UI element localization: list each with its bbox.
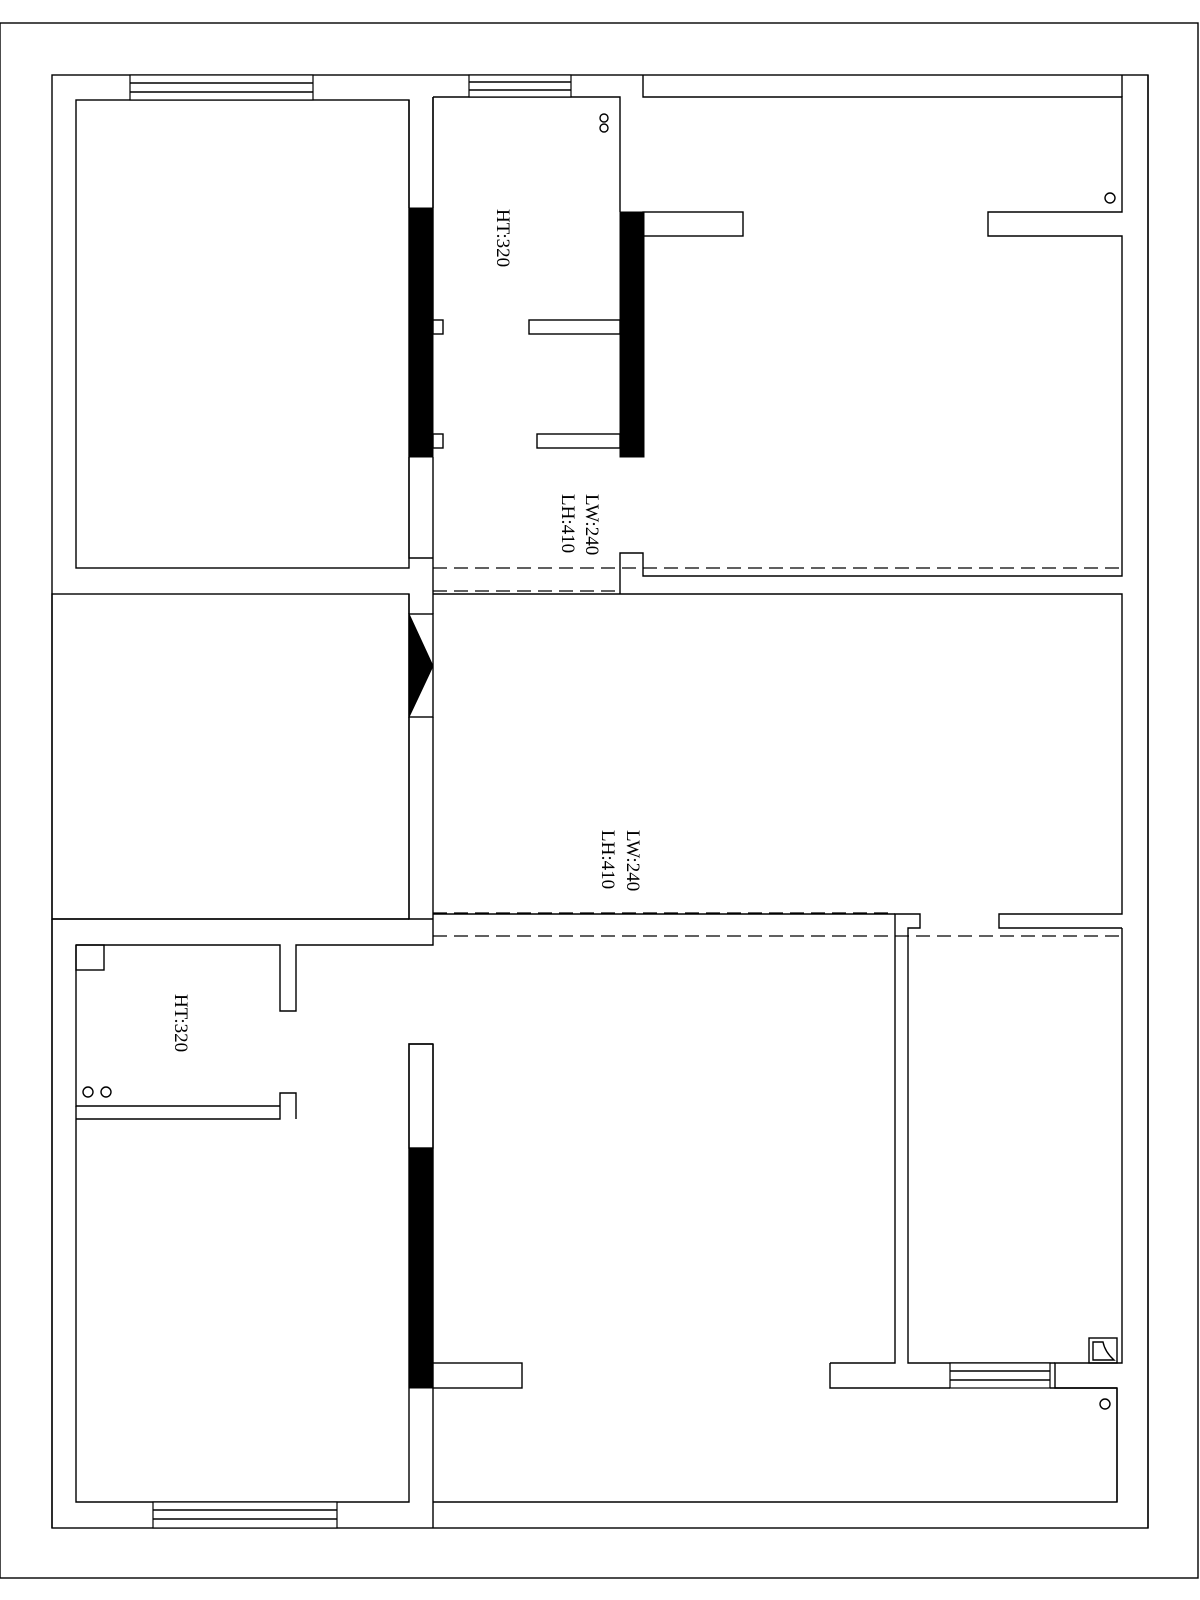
window: [152, 1501, 338, 1529]
window: [129, 74, 314, 101]
column-triangle: [408, 613, 434, 718]
window: [949, 1362, 1051, 1389]
drain-icon: [100, 1086, 112, 1098]
room-mid-left: [51, 593, 410, 920]
wall-stub: [642, 211, 744, 237]
bathroom-wall-lines: [51, 918, 409, 1528]
room-bottom-left: [75, 1043, 433, 1503]
beam-label-mid-lw: LW:240: [622, 830, 643, 891]
wall-stub: [528, 319, 621, 335]
top-bathroom-walls: [432, 96, 621, 320]
drain-icon: [599, 113, 609, 123]
drain-icon: [599, 123, 609, 133]
drain-icon: [82, 1086, 94, 1098]
wall-stub: [536, 433, 621, 449]
hall-outline: [620, 593, 1123, 929]
door-jamb: [408, 1043, 434, 1149]
bathroom-corner-box: [75, 944, 105, 971]
corridor-wall-left: [408, 97, 434, 208]
wall-stub: [432, 1362, 523, 1389]
room-top-right: [619, 75, 1123, 594]
wall-stub: [432, 319, 444, 335]
column: [408, 1147, 434, 1389]
outer-wall-outline: [51, 74, 1149, 1529]
bottom-bathroom: [75, 944, 409, 1107]
beam-label-mid-lh: LH:410: [597, 830, 618, 889]
bottom-room-wall: [829, 913, 1117, 1389]
height-label-bottom: HT:320: [170, 994, 191, 1052]
window: [468, 74, 572, 98]
bottom-main-room: [432, 928, 1123, 1528]
beam-label-top-lw: LW:240: [581, 494, 602, 555]
corridor-wall-left-mid: [408, 717, 434, 946]
drawing-border: [0, 22, 1199, 1579]
drain-icon: [1104, 192, 1116, 204]
corridor-wall-left-lower-2: [408, 594, 434, 614]
door-jamb: [408, 613, 434, 718]
height-label-top: HT:320: [492, 209, 513, 267]
wall-stub: [432, 433, 444, 449]
column: [619, 211, 645, 458]
room-top-left: [75, 99, 410, 569]
drain-fixture-icon: [1088, 1337, 1118, 1364]
column: [408, 207, 434, 458]
beam-label-top-lh: LH:410: [557, 494, 578, 553]
corridor-wall-left-lower: [408, 457, 434, 594]
drain-icon: [1099, 1398, 1111, 1410]
